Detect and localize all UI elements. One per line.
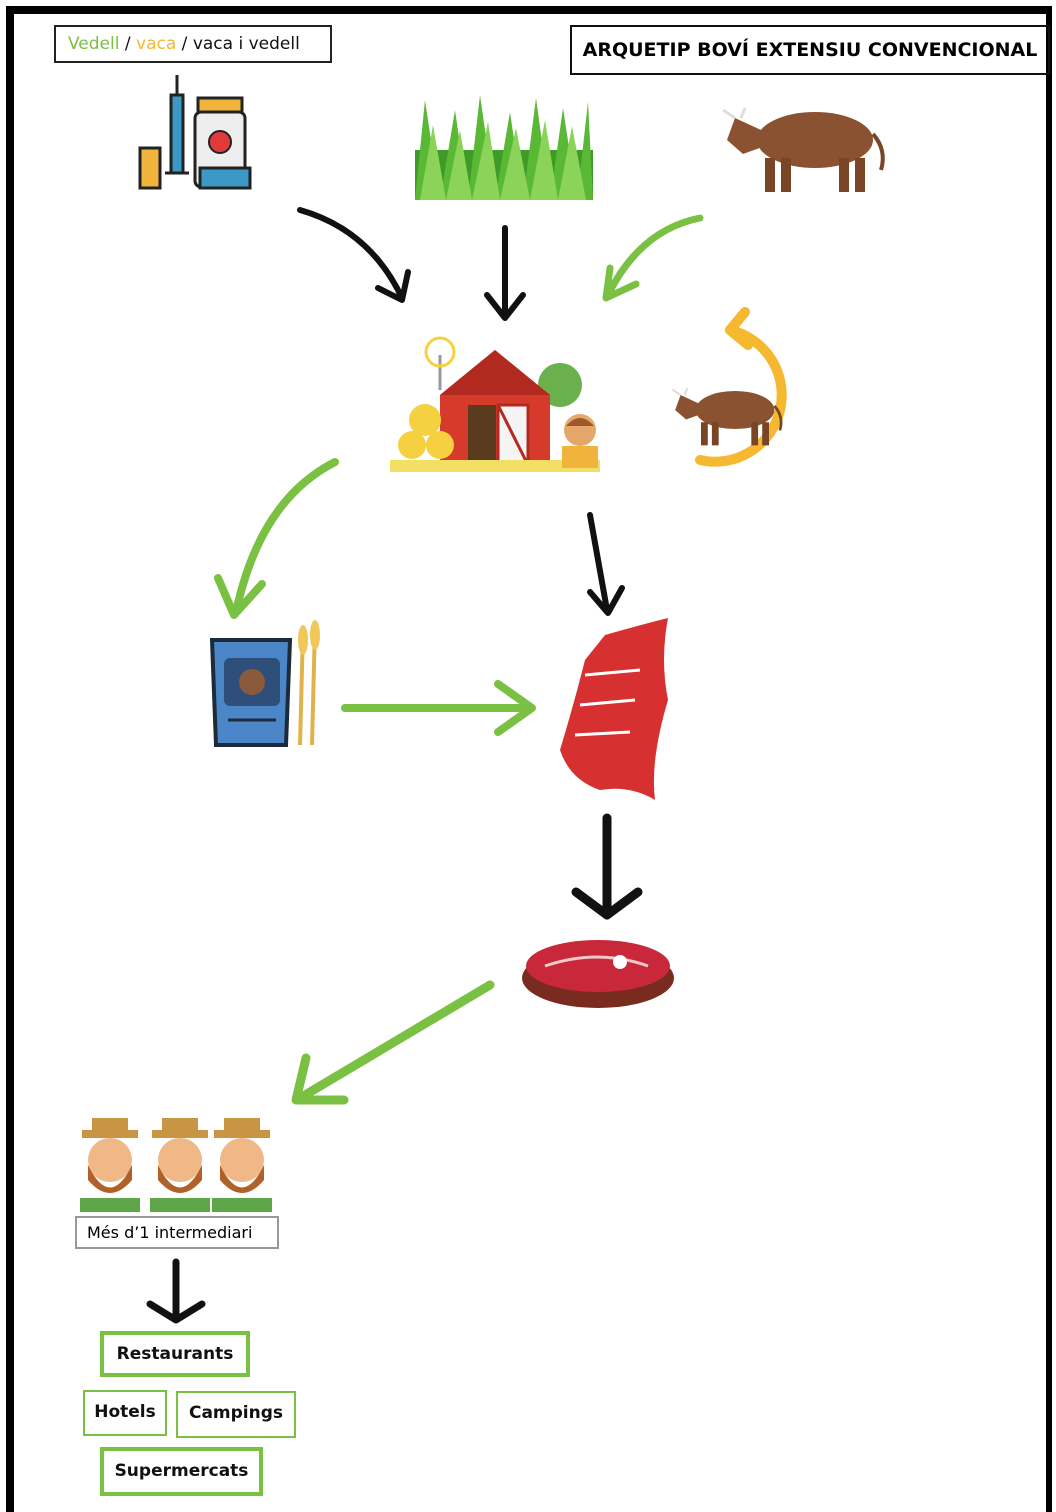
arrow-farm-feed (214, 458, 339, 619)
farm-icon (390, 336, 600, 472)
outlet-supermercats: Supermercats (100, 1447, 263, 1496)
arrow-medicine-farm (297, 207, 411, 303)
steak-icon (522, 940, 674, 1008)
legend-calf: Vedell (68, 34, 120, 54)
diagram-title: ARQUETIP BOVÍ EXTENSIU CONVENCIONAL (570, 25, 1050, 75)
medicine-icon (138, 75, 252, 190)
cow-icon (721, 106, 885, 194)
legend-sep: / (176, 34, 193, 54)
outlet-campings: Campings (176, 1391, 296, 1438)
arrow-carcass-steak (571, 813, 643, 920)
legend-both: vaca i vedell (192, 34, 300, 54)
cow-cycle-icon (671, 307, 787, 467)
arrow-farm-carcass (587, 512, 625, 616)
page-frame (6, 6, 1052, 1512)
carcass-icon (560, 618, 668, 800)
arrow-feed-carcass (341, 680, 536, 736)
farmers-icon (80, 1118, 272, 1212)
arrow-steak-farmers (291, 980, 495, 1105)
color-legend: Vedell / vaca / vaca i vedell (54, 25, 332, 63)
arrow-grass-farm (484, 225, 526, 321)
legend-sep: / (119, 34, 137, 54)
legend-cow: vaca (136, 34, 177, 54)
outlet-hotels: Hotels (83, 1390, 167, 1436)
intermediary-label: Més d’1 intermediari (75, 1216, 279, 1249)
arrow-cow-farm (602, 214, 704, 302)
outlet-restaurants: Restaurants (100, 1331, 250, 1377)
feed-bag-icon (209, 620, 320, 747)
arrow-intermediary-outlets (146, 1258, 206, 1324)
grass-icon (415, 95, 593, 200)
